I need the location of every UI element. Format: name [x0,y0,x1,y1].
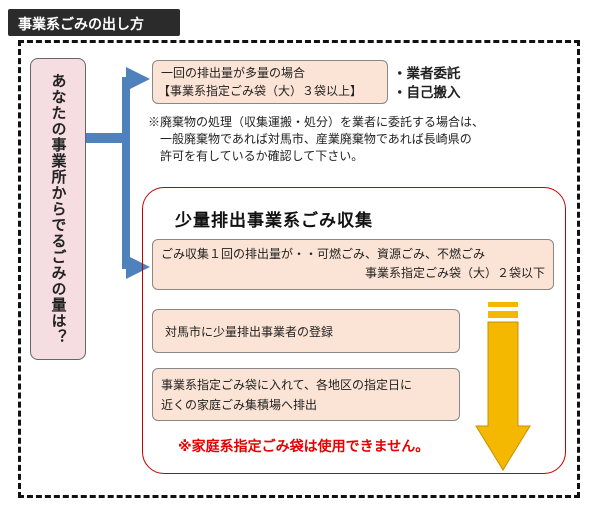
registration-step: 対馬市に少量排出事業者の登録 [152,309,460,353]
question-text: あなたの事業所からでるごみの量は？ [49,73,68,345]
option-self-transport: ・自己搬入 [393,85,461,101]
condition-box: ごみ収集１回の排出量が・・可燃ごみ、資源ごみ、不燃ごみ 事業系指定ごみ袋（大）２… [152,239,554,290]
option-contractor: ・業者委託 [393,66,461,82]
disposal-step: 事業系指定ごみ袋に入れて、各地区の指定日に 近くの家庭ごみ集積場へ排出 [152,368,460,421]
page-title: 事業系ごみの出し方 [8,9,180,36]
small-collection-heading: 少量排出事業系ごみ収集 [175,211,373,231]
warning-text: ※家庭系指定ごみ袋は使用できません。 [178,439,430,455]
condition-line1: ごみ収集１回の排出量が・・可燃ごみ、資源ごみ、不燃ごみ [161,247,486,261]
dashed-frame [18,40,580,498]
large-amount-box: 一回の排出量が多量の場合 【事業系指定ごみ袋（大）３袋以上】 [152,60,388,104]
disposal-line2: 近くの家庭ごみ集積場へ排出 [161,398,318,412]
question-box: あなたの事業所からでるごみの量は？ [30,58,86,360]
registration-text: 対馬市に少量排出事業者の登録 [165,325,334,339]
note-line1: ※廃棄物の処理（収集運搬・処分）を業者に委託する場合は、 [148,115,485,129]
permit-note: ※廃棄物の処理（収集運搬・処分）を業者に委託する場合は、 一般廃棄物であれば対馬… [148,114,528,165]
large-amount-line2: 【事業系指定ごみ袋（大）３袋以上】 [158,84,363,98]
disposal-line1: 事業系指定ごみ袋に入れて、各地区の指定日に [161,378,413,392]
condition-line2: 事業系指定ごみ袋（大）２袋以下 [364,266,545,280]
note-line2: 一般廃棄物であれば対馬市、産業廃棄物であれば長崎県の [160,132,472,146]
small-collection-section [142,187,566,474]
note-line3: 許可を有しているか確認して下さい。 [160,149,364,163]
down-arrow-icon [475,302,531,471]
large-amount-line1: 一回の排出量が多量の場合 [161,66,306,80]
